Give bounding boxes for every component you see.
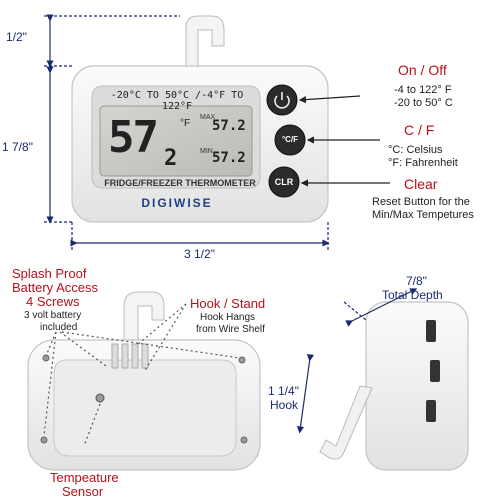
screws	[40, 354, 248, 444]
stand-hinge	[111, 343, 149, 369]
cf-button[interactable]	[274, 124, 306, 156]
temperature-sensor	[95, 393, 105, 403]
splash-line3: 4 Screws	[26, 294, 80, 309]
battery-line1: 3 volt battery	[24, 310, 82, 321]
main-reading: 57	[108, 112, 159, 163]
dim-clip-height-label: 1/2"	[6, 30, 27, 44]
back-hook-stand	[123, 291, 165, 346]
range-label: -20°C TO 50°C /-4°F TO 122°F	[110, 90, 244, 112]
dim-depth-value: 7/8"	[406, 274, 427, 288]
clear-line2: Min/Max Tempetures	[372, 209, 474, 221]
onoff-line1: -4 to 122° F	[394, 84, 452, 96]
sensor-line2: Sensor	[62, 484, 104, 499]
splash-line2: Battery Access	[12, 280, 98, 295]
power-icon	[274, 92, 290, 109]
dim-width-label: 3 1/2"	[184, 247, 215, 261]
cf-title: C / F	[404, 122, 435, 138]
onoff-title: On / Off	[398, 62, 447, 78]
hook-line2: from Wire Shelf	[196, 324, 265, 335]
screw-icon	[238, 356, 246, 364]
min-label: MIN	[200, 148, 213, 155]
cf-line2: °F: Fahrenheit	[388, 157, 458, 169]
min-value: 57.2	[212, 150, 246, 166]
brand-logo: DIGIWISE	[141, 196, 213, 210]
dim-hook	[296, 353, 315, 434]
hook-title: Hook / Stand	[190, 296, 266, 311]
clr-button-label: CLR	[274, 177, 294, 187]
max-label: MAX	[200, 114, 216, 121]
lcd-screen	[99, 105, 253, 177]
screw-leaders	[43, 303, 241, 447]
dim-depth-label: Total Depth	[382, 288, 443, 302]
battery-cover	[53, 359, 237, 457]
hook-line1: Hook Hangs	[200, 312, 256, 323]
top-hook-clip	[185, 15, 225, 67]
dim-hook-label: Hook	[270, 398, 299, 412]
model-label: FRIDGE/FREEZER THERMOMETER	[104, 178, 256, 188]
cf-line1: °C: Celsius	[388, 144, 443, 156]
sensor-line1: Tempeature	[50, 470, 119, 485]
main-decimal: 2	[164, 146, 178, 171]
clear-title: Clear	[404, 176, 438, 192]
onoff-line2: -20 to 50° C	[394, 97, 453, 109]
dim-width	[70, 222, 330, 250]
dim-hook-value: 1 1/4"	[268, 384, 299, 398]
onoff-arrow	[298, 95, 361, 104]
clr-button[interactable]	[268, 166, 300, 198]
max-value: 57.2	[212, 118, 246, 134]
screw-icon	[240, 436, 248, 444]
screw-icon	[40, 436, 48, 444]
unit-label: °F	[180, 118, 191, 129]
dim-clip-height	[44, 14, 180, 68]
splash-line1: Splash Proof	[12, 266, 87, 281]
dim-height-label: 1 7/8"	[2, 140, 33, 154]
cf-button-label: °C/F	[281, 135, 299, 144]
dim-depth	[343, 288, 418, 327]
clear-line1: Reset Button for the	[372, 196, 470, 208]
battery-line2: included	[40, 322, 78, 333]
dim-height	[44, 66, 72, 224]
side-view	[319, 301, 469, 471]
